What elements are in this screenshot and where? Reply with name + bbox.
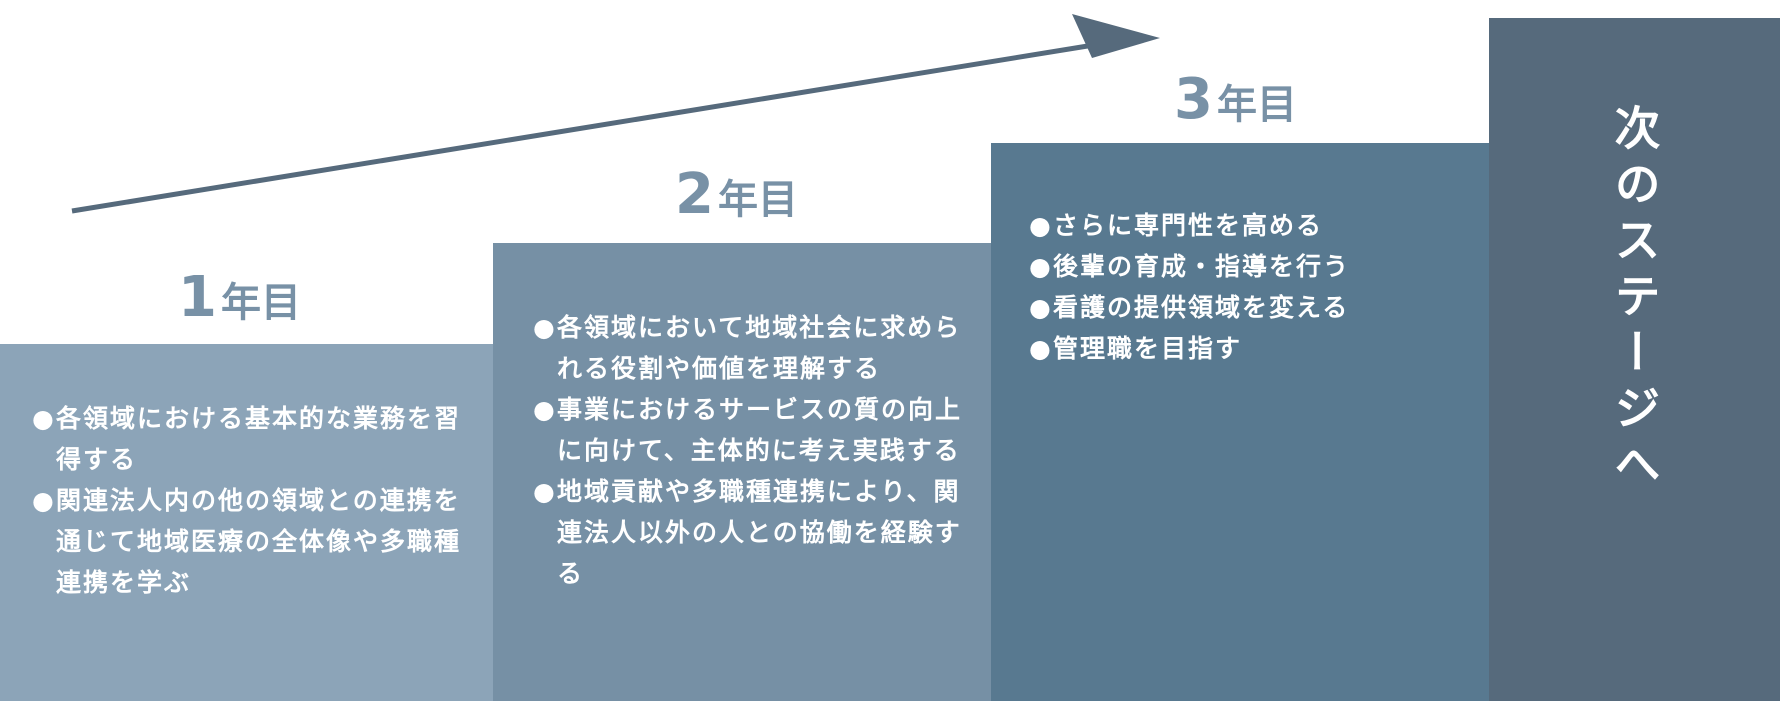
bullet-icon: ● <box>533 395 557 424</box>
step-2-items: ●各領域において地域社会に求められる役割や価値を理解する ●事業におけるサービス… <box>533 307 963 594</box>
step-year-2: ●各領域において地域社会に求められる役割や価値を理解する ●事業におけるサービス… <box>493 243 991 701</box>
bullet-icon: ● <box>533 313 557 342</box>
step-3-item: ●看護の提供領域を変える <box>1029 287 1469 328</box>
bullet-icon: ● <box>32 404 56 433</box>
progress-arrow-shaft <box>71 41 1101 214</box>
step-3-item: ●管理職を目指す <box>1029 328 1469 369</box>
step-2-item: ●事業におけるサービスの質の向上に向けて、主体的に考え実践する <box>533 389 963 471</box>
step-3-item-text: さらに専門性を高める <box>1053 211 1324 240</box>
step-2-item: ●地域貢献や多職種連携により、関連法人以外の人との協働を経験する <box>533 471 963 594</box>
year-unit: 年目 <box>1216 82 1297 128</box>
progress-arrow <box>71 14 1160 214</box>
step-2-item-text: 事業におけるサービスの質の向上に向けて、主体的に考え実践する <box>557 395 963 465</box>
bullet-icon: ● <box>533 477 557 506</box>
year-unit: 年目 <box>717 177 798 223</box>
step-2-item: ●各領域において地域社会に求められる役割や価値を理解する <box>533 307 963 389</box>
bullet-icon: ● <box>32 486 56 515</box>
bullet-icon: ● <box>1029 293 1053 322</box>
year-number: 2 <box>675 162 714 227</box>
year-number: 1 <box>178 265 217 330</box>
next-stage-label: 次のステージへ <box>1607 104 1662 496</box>
year-number: 3 <box>1174 67 1213 132</box>
year-unit: 年目 <box>220 280 301 326</box>
step-3-item-text: 看護の提供領域を変える <box>1053 293 1350 322</box>
bullet-icon: ● <box>1029 252 1053 281</box>
step-2-item-text: 各領域において地域社会に求められる役割や価値を理解する <box>557 313 962 383</box>
step-1-item: ●各領域における基本的な業務を習得する <box>32 398 462 480</box>
step-year-1: ●各領域における基本的な業務を習得する ●関連法人内の他の領域との連携を通じて地… <box>0 344 493 701</box>
next-stage-block: 次のステージへ <box>1489 18 1780 701</box>
step-2-item-text: 地域貢献や多職種連携により、関連法人以外の人との協働を経験する <box>557 477 962 588</box>
step-3-item: ●後輩の育成・指導を行う <box>1029 246 1469 287</box>
step-1-items: ●各領域における基本的な業務を習得する ●関連法人内の他の領域との連携を通じて地… <box>32 398 462 603</box>
step-3-item-text: 管理職を目指す <box>1053 334 1243 363</box>
step-3-item: ●さらに専門性を高める <box>1029 205 1469 246</box>
bullet-icon: ● <box>1029 334 1053 363</box>
step-3-items: ●さらに専門性を高める ●後輩の育成・指導を行う ●看護の提供領域を変える ●管… <box>1029 205 1469 369</box>
step-1-item-text: 各領域における基本的な業務を習得する <box>56 404 462 474</box>
step-3-item-text: 後輩の育成・指導を行う <box>1053 252 1351 281</box>
step-1-item-text: 関連法人内の他の領域との連携を通じて地域医療の全体像や多職種連携を学ぶ <box>56 486 462 597</box>
step-year-3: ●さらに専門性を高める ●後輩の育成・指導を行う ●看護の提供領域を変える ●管… <box>991 143 1489 701</box>
bullet-icon: ● <box>1029 211 1053 240</box>
step-1-item: ●関連法人内の他の領域との連携を通じて地域医療の全体像や多職種連携を学ぶ <box>32 480 462 603</box>
progress-arrow-head <box>1072 14 1160 58</box>
